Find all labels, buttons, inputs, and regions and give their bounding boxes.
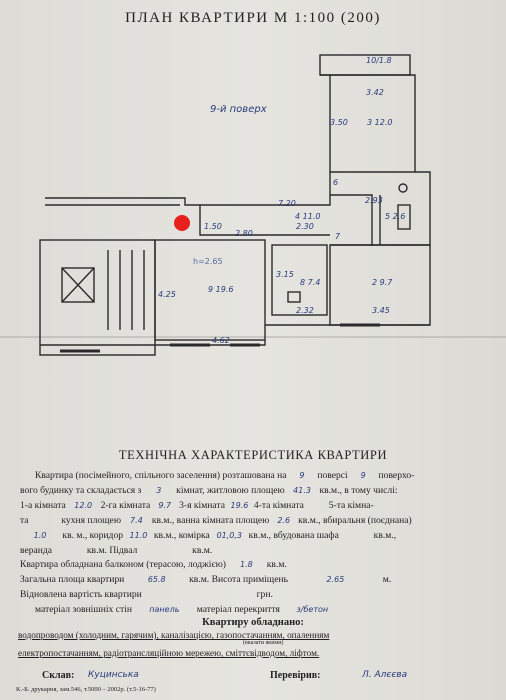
dim-293: 2.93 — [365, 196, 383, 205]
dim-top: 3.42 — [366, 88, 384, 97]
form-line-5: 1.0 кв. м., коридор 11.0 кв.м., комірка … — [33, 530, 397, 541]
room-7-label: 7 — [335, 232, 341, 241]
section-title: ТЕХНІЧНА ХАРАКТЕРИСТИКА КВАРТИРИ — [118, 448, 388, 462]
plan-title: ПЛАН КВАРТИРИ М 1:100 (200) — [125, 10, 381, 26]
svg-text:h=2.65: h=2.65 — [193, 257, 223, 266]
room-8-outline — [271, 244, 328, 316]
equipped-line-2: електропостачанням, радіотрансляційною м… — [18, 648, 320, 658]
dim-room9-top: 2.80 — [235, 229, 253, 238]
form-line-9: Відновлена вартість квартири грн. — [20, 589, 273, 600]
form-line-6: веранда кв.м. Підвал кв.м. — [20, 545, 213, 556]
svg-text:9-й поверх: 9-й поверх — [210, 104, 267, 115]
floor-plan: 9-й поверх h=2.65 — [39, 54, 431, 356]
form-line-4: та кухня площею 7.4 кв.м., ванна кімната… — [20, 515, 412, 526]
dim-corridor: 7.20 — [278, 199, 296, 208]
dim-150: 1.50 — [204, 222, 222, 231]
form-line-8: Загальна площа квартири 65.8 кв.м. Висот… — [20, 574, 392, 585]
composed-label: Склав: — [42, 670, 75, 681]
dim-345: 3.45 — [372, 306, 390, 315]
dim-425: 4.25 — [158, 290, 176, 299]
dim-side: 3.50 — [330, 118, 348, 127]
form-line-2: вого будинку та складається з 3 кімнат, … — [20, 485, 398, 496]
equipped-line-1: водопроводом (холодним, гарячим), каналі… — [18, 630, 330, 640]
dim-230: 2.30 — [296, 222, 314, 231]
dim-232: 2.32 — [296, 306, 314, 315]
checked-signature: Л. Алєєва — [362, 670, 408, 680]
location-marker — [174, 215, 190, 231]
room-3-label: 3 12.0 — [367, 118, 393, 127]
composed-signature: Куцинська — [88, 670, 139, 680]
form-line-3: 1-а кімната 12.0 2-га кімната 9.7 3-я кі… — [20, 500, 374, 511]
room-6-small-label: 6 — [333, 178, 339, 187]
room-10-label: 10/1.8 — [366, 56, 392, 65]
room-4-label: 4 11.0 — [295, 212, 321, 221]
balcony-outline — [319, 54, 411, 76]
dim-462: 4.62 — [212, 336, 230, 345]
equipped-title: Квартиру обладнано: — [202, 617, 304, 628]
fold-line — [0, 336, 506, 338]
room-9-label: 9 19.6 — [208, 285, 234, 294]
stair-block — [39, 239, 156, 356]
form-line-7: Квартира обладнана балконом (терасою, ло… — [20, 559, 287, 570]
room-8-label: 8 7.4 — [300, 278, 321, 287]
room-2-label: 2 9.7 — [372, 278, 393, 287]
checked-label: Перевірив: — [270, 670, 321, 681]
form-line-10: матеріал зовнішніх стін панель матеріал … — [35, 604, 329, 615]
printer-note: К.-Б. друкарня, зам.546, т.5000 – 2002р.… — [16, 686, 156, 693]
room-5-label: 5 2.6 — [385, 212, 406, 221]
form-line-1: Квартира (посімейного, спільного заселен… — [35, 470, 415, 481]
equipped-note: (вказати якими) — [243, 640, 284, 646]
dim-315: 3.15 — [276, 270, 294, 279]
